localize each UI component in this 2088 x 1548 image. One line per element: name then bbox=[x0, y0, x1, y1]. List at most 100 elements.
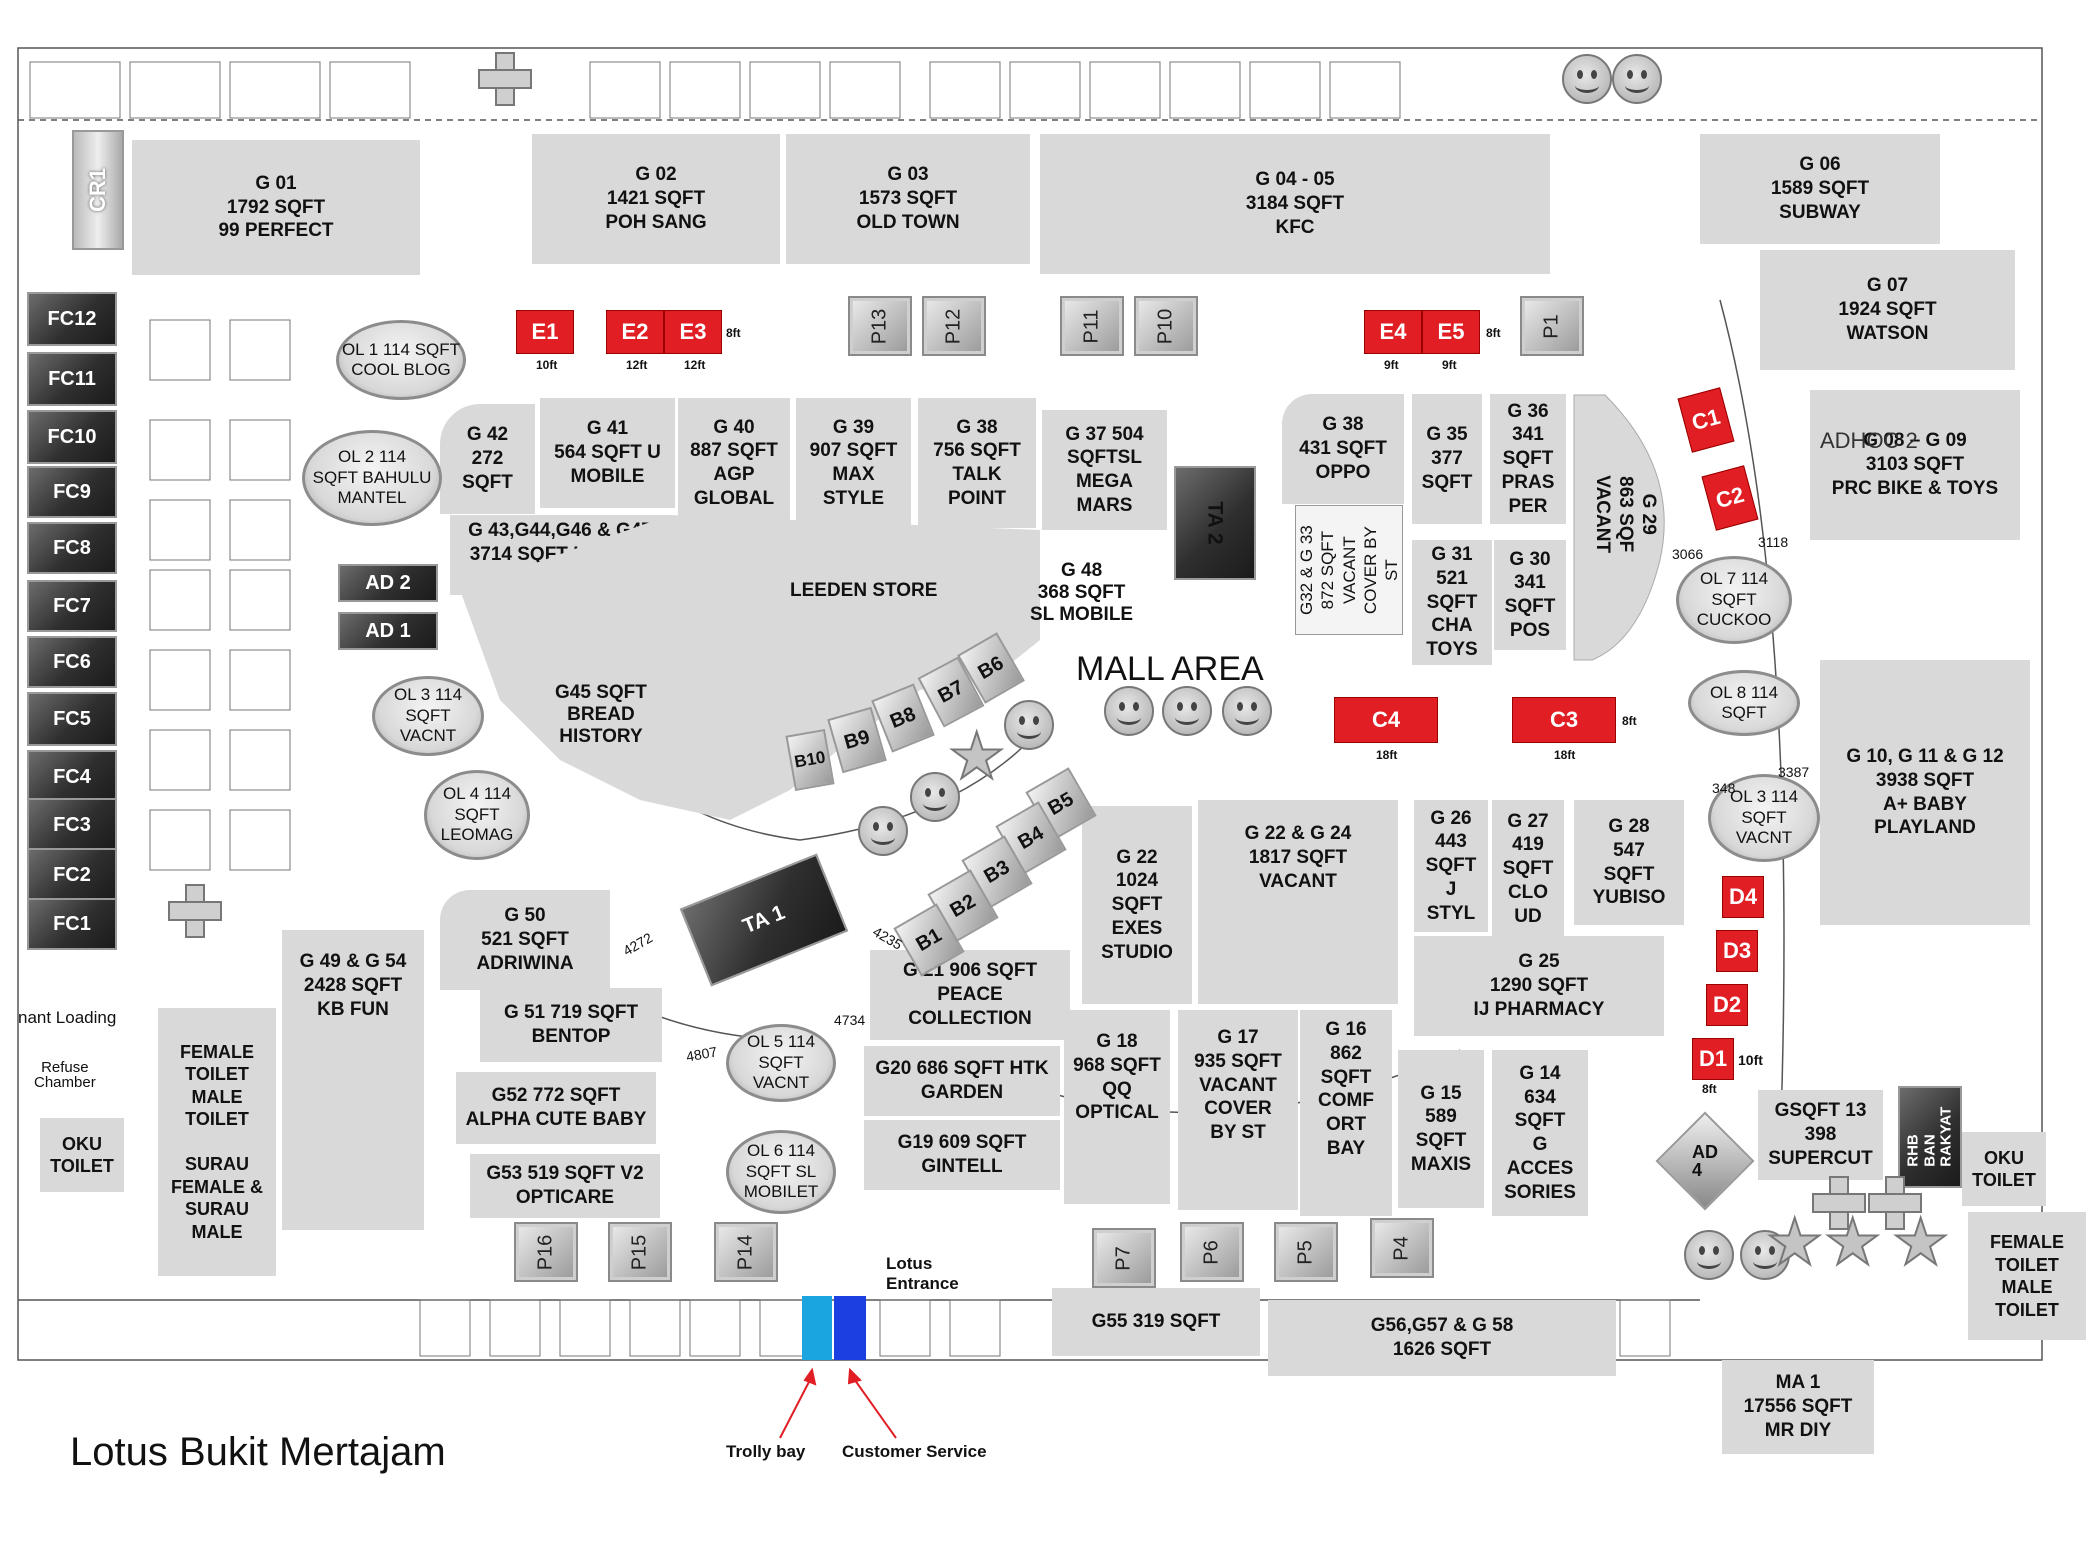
booth-e5[interactable]: E5 bbox=[1422, 310, 1480, 354]
food-court-fc9[interactable]: FC9 bbox=[27, 466, 117, 518]
smiley-icon bbox=[1222, 686, 1272, 736]
unit-g51[interactable]: G 51 719 SQFT BENTOP bbox=[480, 988, 662, 1062]
unit-g19[interactable]: G19 609 SQFT GINTELL bbox=[864, 1120, 1060, 1190]
unit-g10-12[interactable]: G 10, G 11 & G 12 3938 SQFT A+ BABY PLAY… bbox=[1820, 660, 2030, 925]
unit-g04-05[interactable]: G 04 - 05 3184 SQFT KFC bbox=[1040, 134, 1550, 274]
pillar-p4[interactable]: P10 bbox=[1134, 296, 1198, 356]
toilets-surau-left[interactable]: FEMALE TOILET MALE TOILET SURAU FEMALE &… bbox=[158, 1008, 276, 1276]
unit-g20[interactable]: G20 686 SQFT HTK GARDEN bbox=[864, 1046, 1060, 1116]
unit-g32-33[interactable]: G32 & G 33 872 SQFT VACANT COVER BY ST bbox=[1295, 505, 1403, 635]
cr1-block[interactable]: CR1 bbox=[72, 130, 124, 250]
ad1-block[interactable]: AD 1 bbox=[338, 612, 438, 650]
pillar-p14[interactable]: P14 bbox=[714, 1222, 778, 1282]
unit-g27[interactable]: G 27 419 SQFT CLO UD bbox=[1492, 800, 1564, 938]
food-court-fc2[interactable]: FC2 bbox=[27, 848, 117, 902]
unit-g48[interactable]: G 48 368 SQFT SL MOBILE bbox=[1030, 560, 1134, 625]
oval-lot-ol6[interactable]: OL 6 114 SQFT SL MOBILET bbox=[726, 1130, 836, 1214]
pillar-p11[interactable]: P5 bbox=[1274, 1222, 1338, 1282]
booth-d1[interactable]: D1 bbox=[1692, 1038, 1734, 1080]
food-court-fc6[interactable]: FC6 bbox=[27, 636, 117, 688]
unit-g50[interactable]: G 50 521 SQFT ADRIWINA bbox=[440, 890, 610, 990]
unit-g25[interactable]: G 25 1290 SQFT IJ PHARMACY bbox=[1414, 936, 1664, 1036]
oval-lot-ol5[interactable]: OL 5 114 SQFT VACNT bbox=[726, 1024, 836, 1102]
unit-g53[interactable]: G53 519 SQFT V2 OPTICARE bbox=[470, 1154, 660, 1218]
booth-d2[interactable]: D2 bbox=[1706, 984, 1748, 1026]
unit-g22[interactable]: G 22 1024 SQFT EXES STUDIO bbox=[1082, 806, 1192, 1004]
food-court-fc8[interactable]: FC8 bbox=[27, 522, 117, 574]
unit-g52[interactable]: G52 772 SQFT ALPHA CUTE BABY bbox=[456, 1072, 656, 1144]
unit-g39[interactable]: G 39 907 SQFT MAX STYLE bbox=[796, 398, 911, 528]
unit-g08-09[interactable]: G 08 – G 09 3103 SQFT PRC BIKE & TOYS bbox=[1810, 390, 2020, 540]
food-court-fc11[interactable]: FC11 bbox=[27, 352, 117, 406]
unit-g45[interactable]: G45 SQFT BREAD HISTORY bbox=[555, 682, 647, 747]
unit-g49-54[interactable]: G 49 & G 54 2428 SQFT KB FUN bbox=[282, 930, 424, 1230]
oval-lot-ol4[interactable]: OL 4 114 SQFT LEOMAG bbox=[424, 770, 530, 860]
unit-g18[interactable]: G 18 968 SQFT QQ OPTICAL bbox=[1064, 1010, 1170, 1204]
oval-lot-ol8[interactable]: OL 8 114 SQFT bbox=[1688, 670, 1800, 736]
food-court-fc10[interactable]: FC10 bbox=[27, 410, 117, 464]
unit-g02[interactable]: G 02 1421 SQFT POH SANG bbox=[532, 134, 780, 264]
customer-service[interactable] bbox=[834, 1296, 866, 1360]
booth-e1[interactable]: E1 bbox=[516, 310, 574, 354]
unit-leeden-store[interactable]: LEEDEN STORE bbox=[790, 580, 938, 601]
booth-d4[interactable]: D4 bbox=[1722, 876, 1764, 918]
booth-d3[interactable]: D3 bbox=[1716, 930, 1758, 972]
unit-g42[interactable]: G 42 272 SQFT bbox=[440, 404, 535, 514]
unit-g55[interactable]: G55 319 SQFT bbox=[1052, 1288, 1260, 1356]
unit-g07[interactable]: G 07 1924 SQFT WATSON bbox=[1760, 250, 2015, 370]
unit-g26[interactable]: G 26 443 SQFT J STYL bbox=[1414, 800, 1488, 932]
unit-g16[interactable]: G 16 862 SQFT COMF ORT BAY bbox=[1300, 1010, 1392, 1216]
unit-g35[interactable]: G 35 377 SQFT bbox=[1412, 394, 1482, 524]
toilets-right[interactable]: FEMALE TOILET MALE TOILET bbox=[1968, 1212, 2086, 1340]
unit-g28[interactable]: G 28 547 SQFT YUBISO bbox=[1574, 800, 1684, 925]
unit-g56-58[interactable]: G56,G57 & G 58 1626 SQFT bbox=[1268, 1300, 1616, 1376]
food-court-fc5[interactable]: FC5 bbox=[27, 692, 117, 746]
oval-lot-ol3-right[interactable]: OL 3 114 SQFT VACNT bbox=[1708, 774, 1820, 862]
pillar-p15[interactable]: P15 bbox=[608, 1222, 672, 1282]
unit-g21[interactable]: G 21 906 SQFT PEACE COLLECTION bbox=[870, 950, 1070, 1040]
unit-g22-24[interactable]: G 22 & G 24 1817 SQFT VACANT bbox=[1198, 800, 1398, 1004]
oval-lot-ol1[interactable]: OL 1 114 SQFT COOL BLOG bbox=[336, 320, 466, 400]
unit-g38-talk-point[interactable]: G 38 756 SQFT TALK POINT bbox=[918, 398, 1036, 528]
oval-lot-ol2[interactable]: OL 2 114 SQFT BAHULU MANTEL bbox=[302, 430, 442, 526]
unit-ma1[interactable]: MA 1 17556 SQFT MR DIY bbox=[1722, 1360, 1874, 1454]
oval-lot-ol3-left[interactable]: OL 3 114 SQFT VACNT bbox=[372, 676, 484, 756]
oku-toilet-left[interactable]: OKU TOILET bbox=[40, 1118, 124, 1192]
pillar-p12[interactable]: P6 bbox=[1180, 1222, 1244, 1282]
unit-g31[interactable]: G 31 521 SQFT CHA TOYS bbox=[1412, 540, 1492, 665]
booth-e4[interactable]: E4 bbox=[1364, 310, 1422, 354]
unit-g40[interactable]: G 40 887 SQFT AGP GLOBAL bbox=[678, 398, 790, 528]
pillar-p5[interactable]: P11 bbox=[1060, 296, 1124, 356]
unit-g38-oppo[interactable]: G 38 431 SQFT OPPO bbox=[1282, 394, 1404, 504]
unit-g36[interactable]: G 36 341 SQFT PRAS PER bbox=[1490, 394, 1566, 524]
pillar-p7[interactable]: P13 bbox=[848, 296, 912, 356]
ad2-block[interactable]: AD 2 bbox=[338, 564, 438, 602]
pillar-p13[interactable]: P7 bbox=[1092, 1228, 1156, 1288]
unit-g13[interactable]: GSQFT 13 398 SUPERCUT bbox=[1758, 1090, 1883, 1180]
booth-e3[interactable]: E3 bbox=[664, 310, 722, 354]
food-court-fc12[interactable]: FC12 bbox=[27, 292, 117, 346]
unit-g41[interactable]: G 41 564 SQFT U MOBILE bbox=[540, 398, 675, 508]
unit-g03[interactable]: G 03 1573 SQFT OLD TOWN bbox=[786, 134, 1030, 264]
oval-lot-ol7[interactable]: OL 7 114 SQFT CUCKOO bbox=[1676, 556, 1792, 644]
booth-e2[interactable]: E2 bbox=[606, 310, 664, 354]
pillar-p1[interactable]: P1 bbox=[1520, 296, 1584, 356]
ta2-block[interactable]: TA 2 bbox=[1174, 466, 1256, 580]
booth-c4[interactable]: C4 bbox=[1334, 697, 1438, 743]
unit-g15[interactable]: G 15 589 SQFT MAXIS bbox=[1398, 1050, 1484, 1208]
pillar-p10[interactable]: P4 bbox=[1370, 1218, 1434, 1278]
trolly-bay[interactable] bbox=[802, 1296, 832, 1360]
oku-toilet-right[interactable]: OKU TOILET bbox=[1962, 1132, 2046, 1206]
unit-g14[interactable]: G 14 634 SQFT G ACCES SORIES bbox=[1492, 1050, 1588, 1216]
unit-g17[interactable]: G 17 935 SQFT VACANT COVER BY ST bbox=[1178, 1010, 1298, 1210]
rhb-bank-rakyat[interactable]: RHB BAN RAKYAT bbox=[1898, 1086, 1962, 1188]
pillar-p6[interactable]: P12 bbox=[922, 296, 986, 356]
booth-c3[interactable]: C3 bbox=[1512, 697, 1616, 743]
unit-g30[interactable]: G 30 341 SQFT POS bbox=[1494, 540, 1566, 650]
unit-g06[interactable]: G 06 1589 SQFT SUBWAY bbox=[1700, 134, 1940, 244]
food-court-fc7[interactable]: FC7 bbox=[27, 580, 117, 632]
unit-g37[interactable]: G 37 504 SQFTSL MEGA MARS bbox=[1042, 410, 1167, 530]
pillar-p16[interactable]: P16 bbox=[514, 1222, 578, 1282]
unit-g01[interactable]: G 01 1792 SQFT 99 PERFECT bbox=[132, 140, 420, 275]
food-court-fc1[interactable]: FC1 bbox=[27, 898, 117, 950]
